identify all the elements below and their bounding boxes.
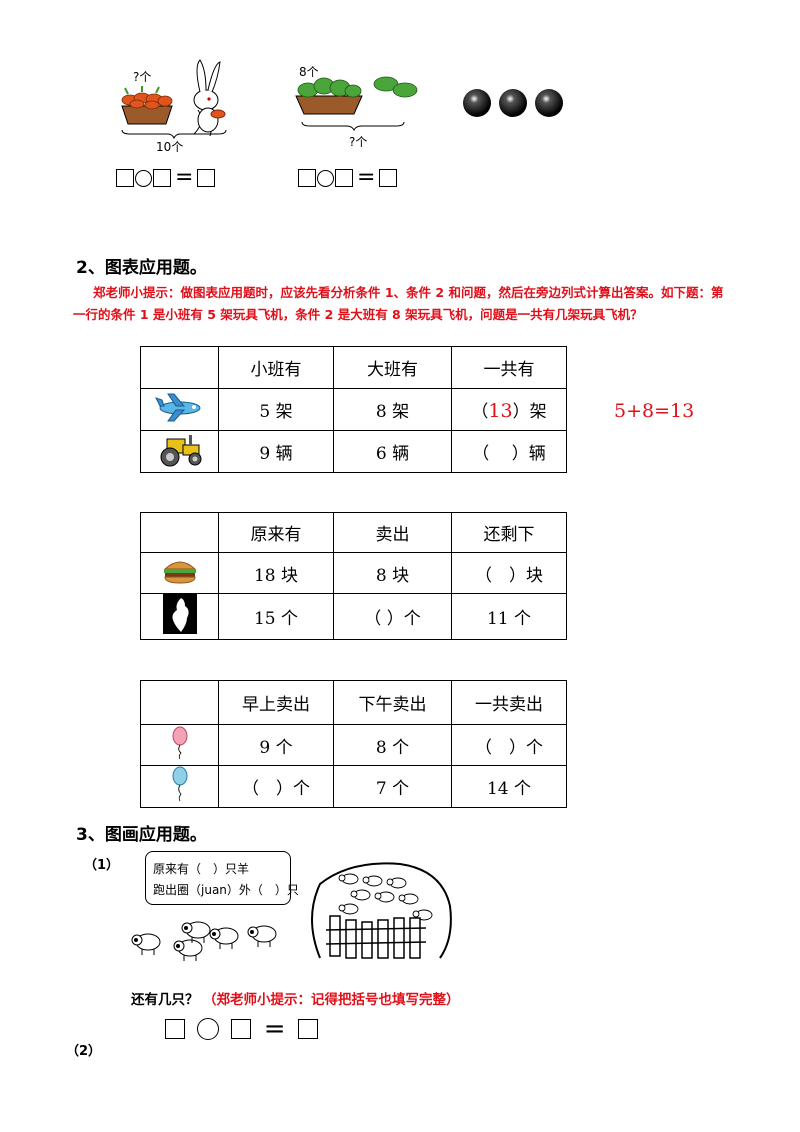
cell: 15 个	[218, 593, 334, 640]
box-line1: 原来有（ ）只羊	[153, 862, 250, 876]
cell: 7 个	[333, 765, 452, 808]
sheep-outside-picture	[130, 918, 290, 966]
equation-blank-1[interactable]: =	[116, 165, 216, 190]
row-icon-cell	[140, 765, 219, 808]
question-text: 还有几只？	[131, 992, 199, 1008]
tractor-icon	[160, 435, 201, 467]
row-icon-cell	[140, 388, 219, 431]
cell: 8 个	[333, 724, 452, 766]
header-cell: 一共有	[451, 346, 567, 389]
header-cell: 卖出	[333, 512, 452, 553]
cell: 8 架	[333, 388, 452, 431]
cell: 11 个	[451, 593, 567, 640]
row-icon-cell	[140, 724, 219, 766]
equation-blank-2[interactable]: =	[298, 165, 398, 190]
header-cell: 一共卖出	[451, 680, 567, 725]
question-box	[145, 851, 291, 905]
cell: 9 个	[218, 724, 334, 766]
chart-table-balloons: 早上卖出 下午卖出 一共卖出 9 个 8 个 （ ）个 （ ）个 7 个 14 …	[140, 680, 567, 808]
answer-cell[interactable]: （ ）个	[333, 593, 452, 640]
header-empty-cell	[140, 680, 219, 725]
section2-hint-line2: 一行的条件 1 是小班有 5 架玩具飞机，条件 2 是大班有 8 架玩具飞机，问…	[73, 307, 643, 322]
burger-icon	[163, 561, 196, 584]
cell: 6 辆	[333, 430, 452, 473]
paren-open: （	[471, 402, 489, 422]
answer-cell[interactable]: （ ）辆	[451, 430, 567, 473]
peppers-picture	[290, 58, 425, 158]
cell: 18 块	[218, 552, 334, 594]
answer-cell[interactable]: （13）架	[451, 388, 567, 431]
row-icon-cell	[140, 552, 219, 594]
box-line2: 跑出圈（juan）外（ ）只	[153, 883, 299, 897]
equation-blank-3[interactable]: =	[165, 1016, 319, 1042]
question-hint: （郑老师小提示：记得把括号也填写完整）	[203, 992, 460, 1008]
item1-label: （1）	[84, 858, 120, 873]
header-cell: 大班有	[333, 346, 452, 389]
section2-hint-line1: 郑老师小提示：做图表应用题时，应该先看分析条件 1、条件 2 和问题，然后在旁边…	[93, 285, 724, 300]
rabbit-top-label: ?个	[133, 70, 152, 84]
header-cell: 还剩下	[451, 512, 567, 553]
section2-heading: 2、图表应用题。	[76, 258, 207, 278]
filled-answer: 13	[488, 400, 513, 422]
paren-close: ）架	[512, 402, 547, 422]
sheep-pen-picture	[300, 858, 455, 968]
pink-balloon-icon	[172, 726, 187, 759]
row-icon-cell	[140, 430, 219, 473]
chart-table-airplanes-tractors: 小班有 大班有 一共有 5 架 8 架 （13）架	[140, 346, 567, 473]
cell: 8 块	[333, 552, 452, 594]
header-empty-cell	[140, 346, 219, 389]
answer-cell[interactable]: （ ）个	[451, 724, 567, 766]
section3-heading: 3、图画应用题。	[76, 825, 207, 845]
cell: 9 辆	[218, 430, 334, 473]
peppers-top-label: 8个	[299, 65, 319, 79]
header-cell: 原来有	[218, 512, 334, 553]
row-icon-cell	[140, 593, 219, 640]
three-black-balls-picture	[460, 86, 570, 120]
answer-cell[interactable]: （ ）块	[451, 552, 567, 594]
peppers-bottom-label: ?个	[349, 135, 368, 149]
cell: 5 架	[218, 388, 334, 431]
item2-label: （2）	[66, 1044, 102, 1059]
blue-balloon-icon	[172, 766, 187, 802]
rabbit-carrot-picture	[110, 52, 235, 152]
header-empty-cell	[140, 512, 219, 553]
example-equation: 5+8=13	[614, 400, 695, 422]
cell: 14 个	[451, 765, 567, 808]
rabbit-bottom-label: 10个	[156, 140, 184, 154]
header-cell: 早上卖出	[218, 680, 334, 725]
answer-cell[interactable]: （ ）个	[218, 765, 334, 808]
silhouette-icon	[162, 594, 197, 634]
header-cell: 下午卖出	[333, 680, 452, 725]
header-cell: 小班有	[218, 346, 334, 389]
chart-table-burgers: 原来有 卖出 还剩下 18 块 8 块 （ ）块 15 个 （ ）个 11 个	[140, 512, 567, 640]
airplane-icon	[154, 393, 200, 422]
